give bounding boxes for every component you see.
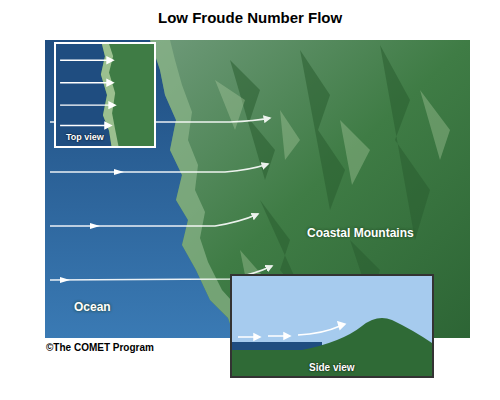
copyright-note: ©The COMET Program bbox=[46, 342, 154, 353]
region-label: Coastal Mountains bbox=[307, 226, 414, 240]
inset-caption: Side view bbox=[309, 362, 355, 373]
diagram-title: Low Froude Number Flow bbox=[158, 9, 342, 26]
side-view-inset: Side view bbox=[230, 274, 434, 378]
inset-caption: Top view bbox=[66, 132, 104, 142]
region-label: Ocean bbox=[74, 300, 111, 314]
top-view-inset: Top view bbox=[54, 42, 156, 148]
